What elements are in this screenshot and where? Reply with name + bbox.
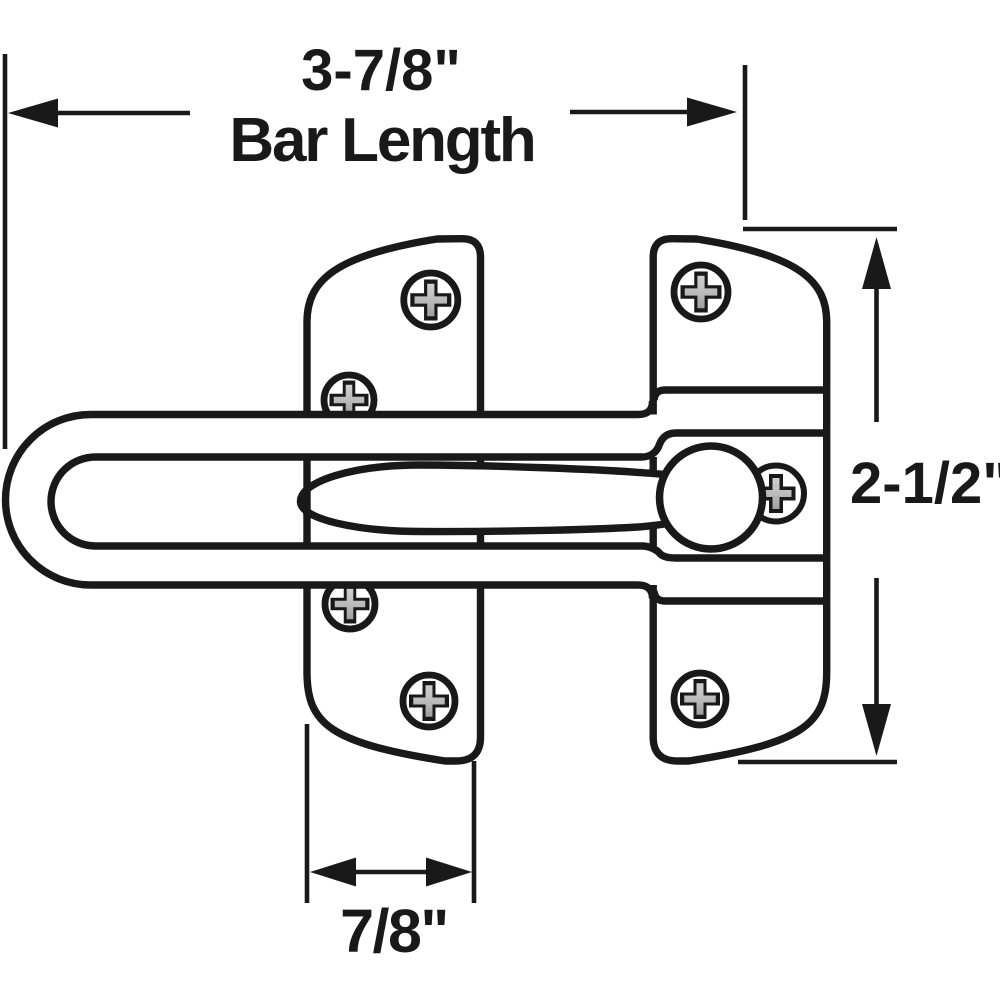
svg-text:7/8": 7/8" — [340, 897, 448, 965]
svg-text:Bar Length: Bar Length — [229, 106, 534, 175]
svg-text:3-7/8": 3-7/8" — [301, 38, 461, 103]
svg-text:2-1/2": 2-1/2" — [850, 451, 1000, 516]
